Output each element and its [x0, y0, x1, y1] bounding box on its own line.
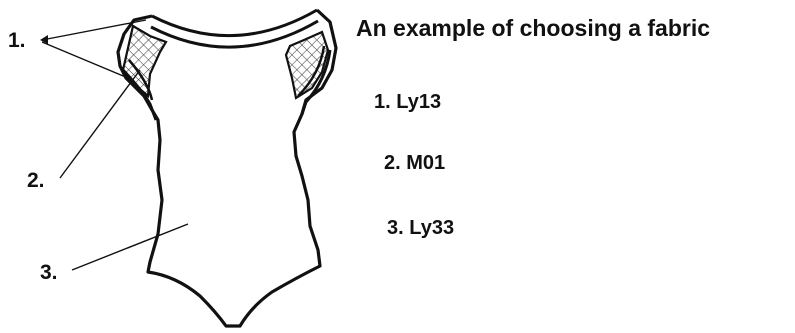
neckline-band	[151, 8, 318, 37]
right-sleeve-mesh	[284, 30, 330, 100]
leader-line-1b	[41, 41, 129, 79]
callout-3: 3.	[40, 261, 58, 284]
leader-line-1a	[41, 19, 147, 41]
leader-line-2	[59, 69, 141, 179]
fabric-item-1: 1. Ly13	[374, 91, 442, 113]
callout-1: 1.	[8, 29, 26, 52]
leader-line-3	[71, 223, 189, 271]
fabric-item-2: 2. M01	[384, 152, 446, 174]
page-title: An example of choosing a fabric	[356, 15, 711, 41]
leotard-diagram	[40, 8, 338, 328]
fabric-item-3: 3. Ly33	[387, 217, 455, 239]
body-outline	[116, 8, 338, 328]
callout-2: 2.	[27, 169, 45, 192]
